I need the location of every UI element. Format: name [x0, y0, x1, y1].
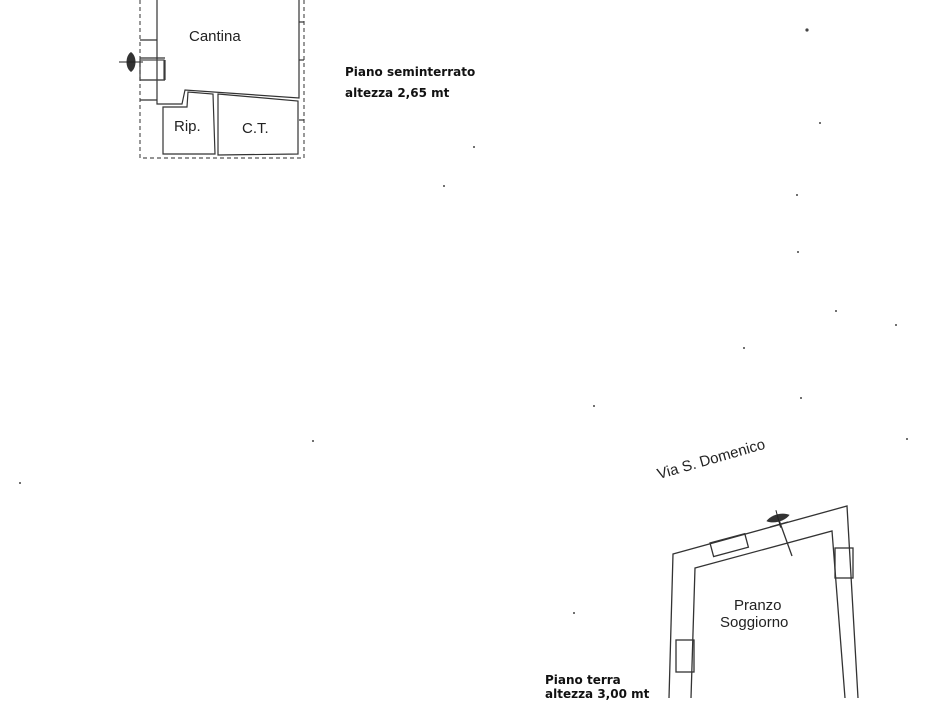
room-ct [217, 93, 299, 156]
room-label-cantina: Cantina [189, 28, 241, 45]
basement-plan [139, 0, 305, 159]
window [709, 532, 750, 558]
window [675, 639, 695, 673]
basement-floor-height: altezza 2,65 mt [345, 86, 450, 100]
room-label-ripostiglio: Rip. [174, 118, 201, 135]
room-label-soggiorno: Soggiorno [720, 614, 789, 631]
room-ripostiglio [162, 91, 216, 155]
ground-floor-title: Piano terra [545, 673, 621, 687]
room-label-ct: C.T. [242, 120, 269, 137]
ground-inner-wall [690, 530, 846, 698]
north-arrow-icon [766, 510, 790, 528]
basement-inner-wall [156, 0, 300, 105]
scan-noise [19, 28, 908, 614]
room-label-pranzo: Pranzo [734, 597, 782, 614]
ground-floor-height: altezza 3,00 mt [545, 687, 650, 701]
north-arrow-icon [119, 52, 143, 72]
ground-outer-wall [668, 505, 859, 698]
basement-floor-title: Piano seminterrato [345, 65, 476, 79]
ground-floor-plan [668, 505, 859, 698]
window [834, 547, 854, 579]
